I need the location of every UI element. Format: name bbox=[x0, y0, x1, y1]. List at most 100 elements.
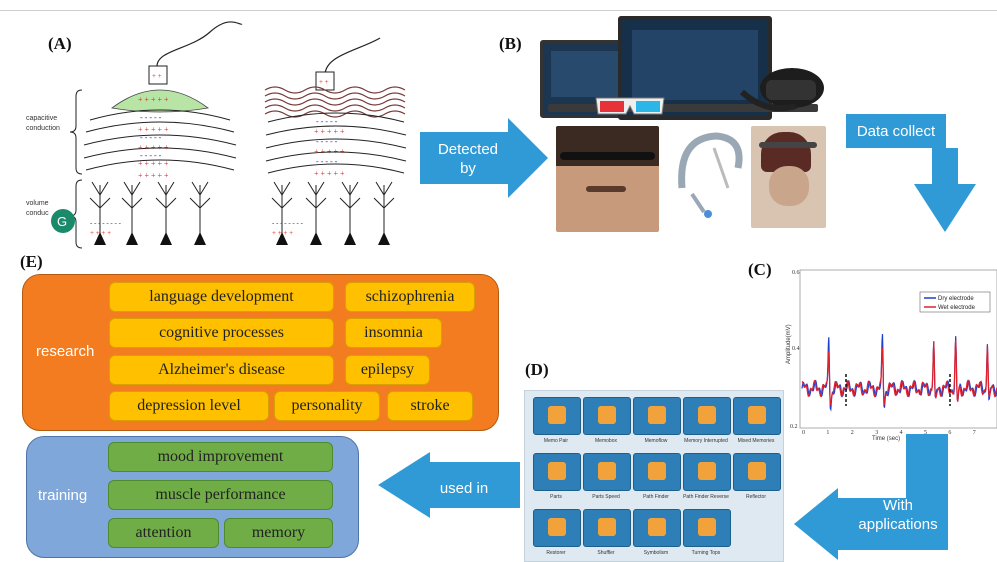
detected-by-arrow bbox=[420, 118, 548, 198]
eeg-headband-photo-1 bbox=[556, 126, 659, 232]
svg-text:+ + + + +: + + + + + bbox=[138, 125, 169, 134]
ytick-0.4: 0.4 bbox=[792, 346, 800, 352]
panel-b-label: (B) bbox=[499, 34, 522, 53]
svg-text:+ + + + +: + + + + + bbox=[138, 143, 169, 152]
y-axis-label: Amplitude(mV) bbox=[786, 324, 792, 364]
data-collect-arrow bbox=[846, 114, 976, 232]
xtick-7: 7 bbox=[973, 430, 976, 436]
svg-text:- - - - -: - - - - - bbox=[316, 157, 338, 166]
app-label: Symbolism bbox=[643, 550, 669, 556]
3d-glasses-icon bbox=[595, 97, 665, 115]
with-applications-arrow bbox=[794, 434, 948, 560]
tag-insomnia: insomnia bbox=[345, 318, 442, 348]
app-tile-memory-interrupted[interactable] bbox=[683, 397, 731, 435]
svg-text:+ + + + +: + + + + + bbox=[314, 169, 345, 178]
app-label: Parts bbox=[550, 494, 562, 500]
app-tile-parts[interactable] bbox=[533, 453, 581, 491]
panel-e-label: (E) bbox=[20, 252, 43, 271]
used-in-text: used in bbox=[439, 480, 489, 497]
badge-icon bbox=[51, 209, 75, 233]
app-label: Shuffler bbox=[597, 550, 615, 556]
legend-dry: Dry electrode bbox=[938, 296, 974, 302]
eeg-headset-device-icon bbox=[678, 132, 743, 218]
app-grid: Memo Pair Memobox Memoflow Memory Interrupt… bbox=[524, 390, 784, 562]
app-label: Path Finder Reverse bbox=[683, 494, 729, 500]
tag-stroke: stroke bbox=[387, 391, 473, 421]
panel-a-diagram: + + + + + + + - - - - - + + + + + - - - … bbox=[51, 21, 407, 249]
svg-text:+ + + +: + + + + bbox=[272, 229, 293, 237]
top-divider bbox=[0, 10, 997, 11]
app-label: Memo Pair bbox=[543, 438, 569, 444]
svg-text:- - - - -: - - - - - bbox=[140, 133, 162, 142]
app-tile-symbolism[interactable] bbox=[633, 509, 681, 547]
app-label: Turning Tops bbox=[691, 550, 721, 556]
laptop-base bbox=[548, 104, 818, 112]
data-collect-text: Data collect bbox=[856, 123, 936, 140]
tag-memory: memory bbox=[224, 518, 333, 548]
svg-text:+ + + + +: + + + + + bbox=[314, 147, 345, 156]
xtick-0: 0 bbox=[802, 430, 805, 436]
svg-text:+ + + +: + + + + bbox=[90, 229, 111, 237]
volume-conduction-label: volume conduc bbox=[26, 200, 49, 217]
xtick-3: 3 bbox=[875, 430, 878, 436]
app-label: Memobox bbox=[595, 438, 617, 444]
svg-text:G: G bbox=[57, 214, 67, 229]
svg-text:+ + + + +: + + + + + bbox=[314, 127, 345, 136]
tag-schizophrenia: schizophrenia bbox=[345, 282, 475, 312]
svg-text:- - - - -: - - - - - bbox=[316, 117, 338, 126]
svg-text:+ + + + +: + + + + + bbox=[138, 159, 169, 168]
research-label: research bbox=[36, 343, 95, 360]
svg-text:- - - - -: - - - - - bbox=[316, 137, 338, 146]
wet-electrode-series bbox=[801, 339, 997, 406]
xtick-6: 6 bbox=[948, 430, 951, 436]
app-tile-path-finder[interactable] bbox=[633, 453, 681, 491]
app-label: Reflector bbox=[745, 494, 766, 500]
electrode-left bbox=[148, 65, 168, 85]
svg-text:- - - - - - - -: - - - - - - - - bbox=[90, 219, 122, 227]
tag-language-development: language development bbox=[109, 282, 334, 312]
app-label: Mixed Memories bbox=[737, 438, 775, 444]
tag-mood-improvement: mood improvement bbox=[108, 442, 333, 472]
app-tile-memoflow[interactable] bbox=[633, 397, 681, 435]
app-tile-turning-tops[interactable] bbox=[683, 509, 731, 547]
svg-text:- - - - -: - - - - - bbox=[140, 151, 162, 160]
panel-c-label: (C) bbox=[748, 260, 772, 279]
tag-cognitive-processes: cognitive processes bbox=[109, 318, 334, 348]
tag-personality: personality bbox=[274, 391, 380, 421]
tag-attention: attention bbox=[108, 518, 219, 548]
tag-alzheimers: Alzheimer's disease bbox=[109, 355, 334, 385]
app-tile-mixed-memories[interactable] bbox=[733, 397, 781, 435]
app-label: Path Finder bbox=[643, 494, 669, 500]
app-label: Restorer bbox=[546, 550, 566, 556]
panel-a-label: (A) bbox=[48, 34, 72, 53]
vr-headset-icon bbox=[739, 68, 824, 112]
ytick-0.2: 0.2 bbox=[790, 424, 798, 430]
app-label: Parts Speed bbox=[592, 494, 620, 500]
app-tile-parts-speed[interactable] bbox=[583, 453, 631, 491]
app-tile-memobox[interactable] bbox=[583, 397, 631, 435]
panel-d-label: (D) bbox=[525, 360, 549, 379]
used-in-arrow bbox=[378, 452, 520, 518]
app-label: Memory Interrupted bbox=[684, 438, 728, 444]
app-label: Memoflow bbox=[644, 438, 668, 444]
app-tile-reflector[interactable] bbox=[733, 453, 781, 491]
app-tile-memo-pair[interactable] bbox=[533, 397, 581, 435]
x-axis-label: Time (sec) bbox=[872, 436, 900, 442]
svg-text:- - - - - - - -: - - - - - - - - bbox=[272, 219, 304, 227]
app-tile-restorer[interactable] bbox=[533, 509, 581, 547]
xtick-2: 2 bbox=[851, 430, 854, 436]
xtick-5: 5 bbox=[924, 430, 927, 436]
tag-muscle-performance: muscle performance bbox=[108, 480, 333, 510]
svg-text:- - - - -: - - - - - bbox=[140, 113, 162, 122]
gel-dome bbox=[111, 89, 209, 113]
with-applications-text: With applications bbox=[858, 497, 938, 533]
svg-text:+ +: + + bbox=[152, 72, 162, 80]
legend-wet: Wet electrode bbox=[938, 305, 976, 311]
app-tile-path-finder-reverse[interactable] bbox=[683, 453, 731, 491]
ytick-0.6: 0.6 bbox=[792, 270, 800, 276]
chart-legend: Dry electrode Wet electrode bbox=[919, 291, 991, 313]
xtick-4: 4 bbox=[900, 430, 903, 436]
tag-depression-level: depression level bbox=[109, 391, 269, 421]
eeg-signal-chart: Dry electrode Wet electrode Amplitude(mV… bbox=[786, 269, 997, 442]
app-tile-shuffler[interactable] bbox=[583, 509, 631, 547]
